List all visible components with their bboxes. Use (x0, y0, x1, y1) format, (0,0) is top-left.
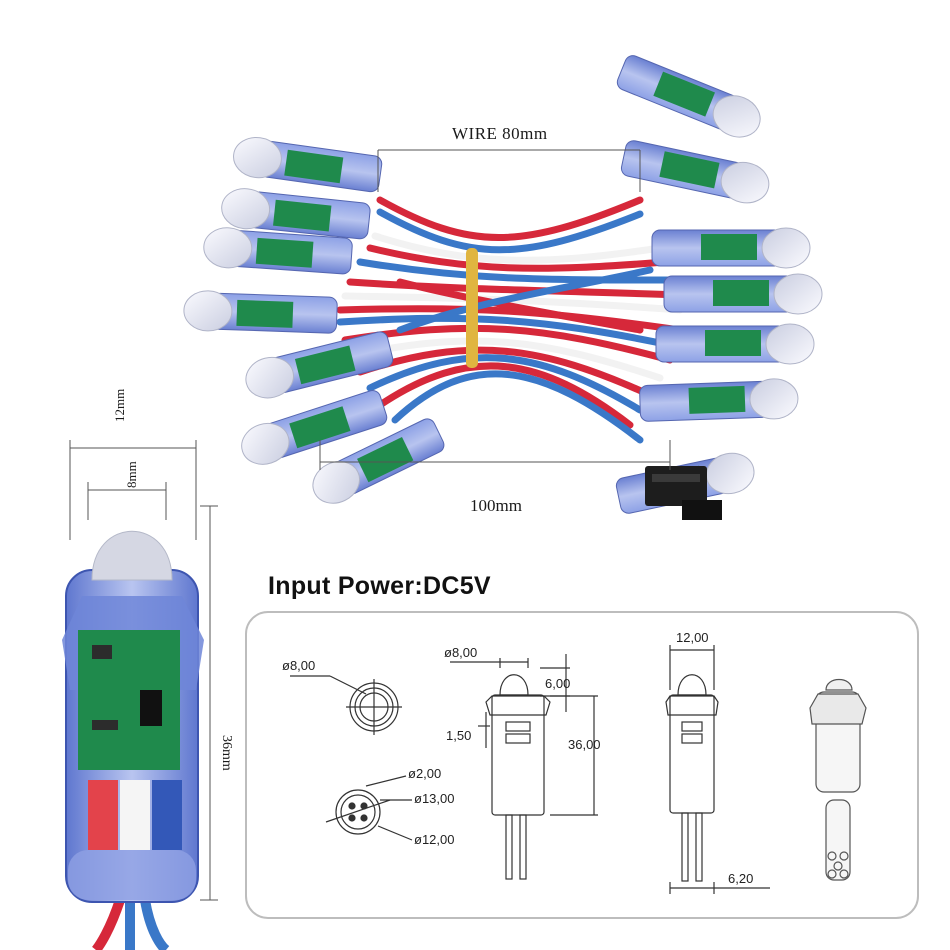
wire-length-label: WIRE 80mm (452, 124, 548, 143)
wire-bundle (336, 196, 684, 444)
pin-spacing-label: 6,20 (728, 871, 754, 886)
drawing-frame (245, 611, 919, 919)
rubber-band (466, 248, 478, 368)
iso-view (809, 678, 867, 881)
top-view (290, 675, 402, 735)
module-height-label: 36mm (219, 735, 234, 771)
inner-diameter-label: ø12,00 (414, 832, 455, 847)
led-modules-left (183, 137, 445, 504)
front-view (665, 645, 770, 894)
ring-height-label: 1,50 (446, 728, 472, 743)
module-width-label: 12mm (112, 388, 127, 422)
outer-diameter-label: ø13,00 (414, 791, 455, 806)
input-power-title: Input Power:DC5V (268, 572, 491, 600)
front-width-label: 12,00 (676, 630, 709, 645)
lens-height-label: 6,00 (545, 676, 571, 691)
module-closeup (62, 530, 204, 950)
pitch-label: 100mm (470, 496, 522, 515)
side-lens-diameter-label: ø8,00 (444, 645, 478, 660)
side-view (450, 654, 598, 880)
body-height-label: 36,00 (568, 737, 601, 752)
connector-plug (645, 466, 722, 520)
top-view-diameter-label: ø8,00 (282, 658, 316, 673)
lens-diameter-label: 8mm (124, 461, 139, 488)
led-modules-right (615, 55, 823, 520)
pin-diameter-label: ø2,00 (408, 766, 442, 781)
photo-dimension-lines (69, 149, 671, 901)
bottom-view (325, 775, 413, 841)
